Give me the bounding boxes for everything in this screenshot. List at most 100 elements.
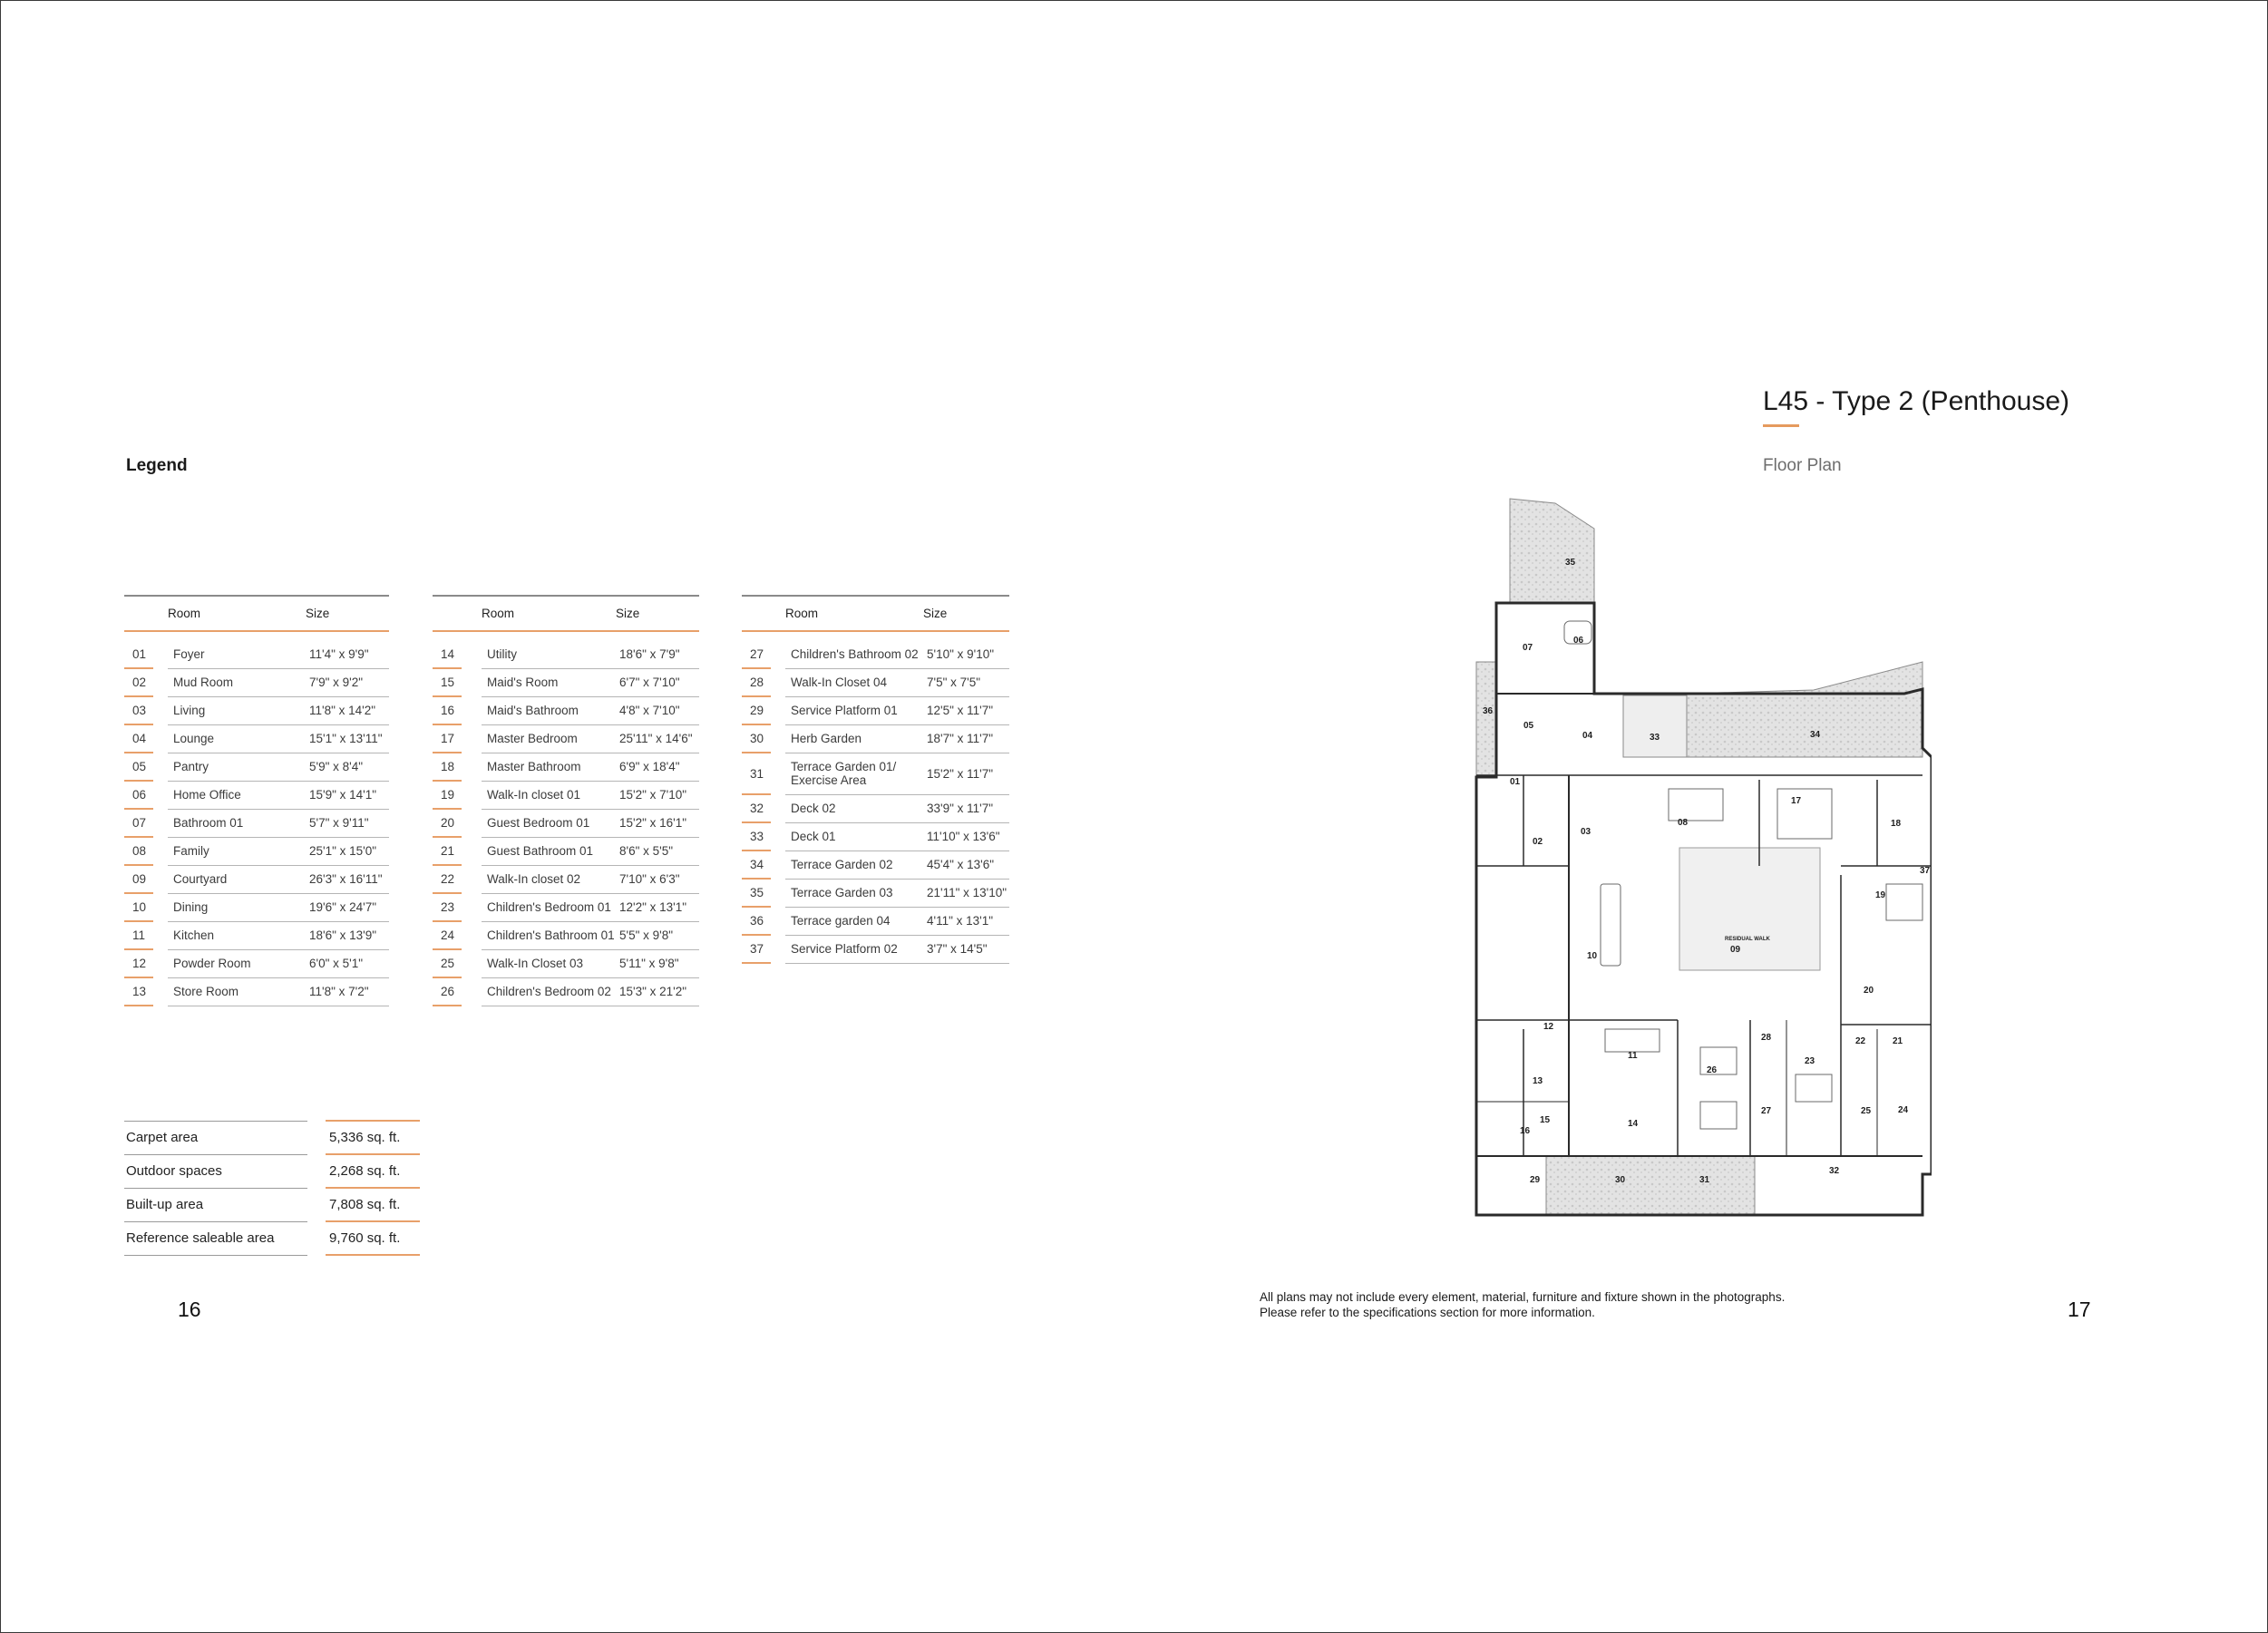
room-size: 26'3" x 16'11": [306, 865, 389, 894]
room-header: Room: [785, 595, 923, 632]
room-number: 17: [433, 724, 462, 753]
svg-text:10: 10: [1587, 951, 1598, 961]
svg-text:37: 37: [1920, 866, 1931, 876]
room-size: 18'6" x 7'9": [616, 641, 699, 669]
room-name: Deck 01: [785, 822, 923, 851]
room-number: 07: [124, 809, 153, 838]
room-number: 01: [124, 641, 153, 669]
disclaimer-line-2: Please refer to the specifications secti…: [1260, 1306, 1595, 1319]
room-number: 10: [124, 893, 153, 922]
room-name: Family: [168, 837, 306, 866]
room-number: 27: [742, 641, 771, 669]
room-size: 11'4" x 9'9": [306, 641, 389, 669]
room-size: 7'9" x 9'2": [306, 668, 389, 697]
room-name: Guest Bathroom 01: [482, 837, 616, 866]
svg-text:17: 17: [1791, 796, 1802, 806]
room-size: 19'6" x 24'7": [306, 893, 389, 922]
room-number: 28: [742, 668, 771, 697]
room-name: Deck 02: [785, 794, 923, 823]
room-name: Powder Room: [168, 949, 306, 978]
room-size: 6'9" x 18'4": [616, 753, 699, 782]
room-name: Utility: [482, 641, 616, 669]
svg-text:23: 23: [1805, 1056, 1815, 1066]
gardens: [1475, 498, 1923, 1215]
page-number-left: 16: [178, 1298, 201, 1321]
room-name: Children's Bathroom 01: [482, 921, 616, 950]
svg-text:31: 31: [1699, 1175, 1710, 1185]
walls: [1475, 601, 1932, 1217]
area-value: 2,268 sq. ft.: [326, 1154, 420, 1189]
room-name: Kitchen: [168, 921, 306, 950]
room-name: Master Bedroom: [482, 724, 616, 753]
room-number: 32: [742, 794, 771, 823]
room-size: 7'5" x 7'5": [923, 668, 1009, 697]
furniture: [1563, 620, 1923, 1130]
svg-text:25: 25: [1861, 1106, 1872, 1116]
room-name: Bathroom 01: [168, 809, 306, 838]
svg-text:28: 28: [1761, 1033, 1772, 1043]
page-number-right: 17: [2068, 1298, 2091, 1321]
area-value: 5,336 sq. ft.: [326, 1120, 420, 1155]
svg-text:27: 27: [1761, 1106, 1772, 1116]
room-size: 5'10" x 9'10": [923, 641, 1009, 669]
room-size: 5'9" x 8'4": [306, 753, 389, 782]
room-number: 19: [433, 781, 462, 810]
courtyard-caption: RESIDUAL WALK: [1725, 937, 1771, 942]
room-size: 15'9" x 14'1": [306, 781, 389, 810]
svg-text:19: 19: [1875, 890, 1886, 900]
svg-text:29: 29: [1530, 1175, 1541, 1185]
svg-text:24: 24: [1898, 1105, 1909, 1115]
svg-text:22: 22: [1855, 1036, 1866, 1046]
room-size: 18'6" x 13'9": [306, 921, 389, 950]
room-name: Home Office: [168, 781, 306, 810]
svg-text:33: 33: [1650, 733, 1660, 743]
room-number: 25: [433, 949, 462, 978]
size-header: Size: [306, 595, 389, 632]
room-size: 25'1" x 15'0": [306, 837, 389, 866]
room-number: 34: [742, 851, 771, 880]
room-number: 23: [433, 893, 462, 922]
svg-text:26: 26: [1707, 1065, 1718, 1075]
room-number: 37: [742, 935, 771, 964]
svg-text:18: 18: [1891, 819, 1902, 829]
room-number: 02: [124, 668, 153, 697]
room-number: 06: [124, 781, 153, 810]
room-size: 5'7" x 9'11": [306, 809, 389, 838]
area-label: Carpet area: [124, 1120, 307, 1155]
legend-title: Legend: [126, 456, 188, 475]
room-name: Master Bathroom: [482, 753, 616, 782]
room-name: Foyer: [168, 641, 306, 669]
room-name: Walk-In closet 02: [482, 865, 616, 894]
room-name: Service Platform 02: [785, 935, 923, 964]
disclaimer-line-1: All plans may not include every element,…: [1260, 1290, 1786, 1304]
room-size: 6'7" x 7'10": [616, 668, 699, 697]
area-value: 7,808 sq. ft.: [326, 1188, 420, 1222]
room-name: Service Platform 01: [785, 696, 923, 725]
room-number: 12: [124, 949, 153, 978]
area-label: Built-up area: [124, 1188, 307, 1222]
room-number: 16: [433, 696, 462, 725]
room-size: 12'5" x 11'7": [923, 696, 1009, 725]
room-size: 45'4" x 13'6": [923, 851, 1009, 880]
room-name: Walk-In Closet 04: [785, 668, 923, 697]
room-name: Dining: [168, 893, 306, 922]
room-number: 26: [433, 977, 462, 1006]
room-size: 33'9" x 11'7": [923, 794, 1009, 823]
room-name: Mud Room: [168, 668, 306, 697]
room-size: 3'7" x 14'5": [923, 935, 1009, 964]
room-size: 25'11" x 14'6": [616, 724, 699, 753]
